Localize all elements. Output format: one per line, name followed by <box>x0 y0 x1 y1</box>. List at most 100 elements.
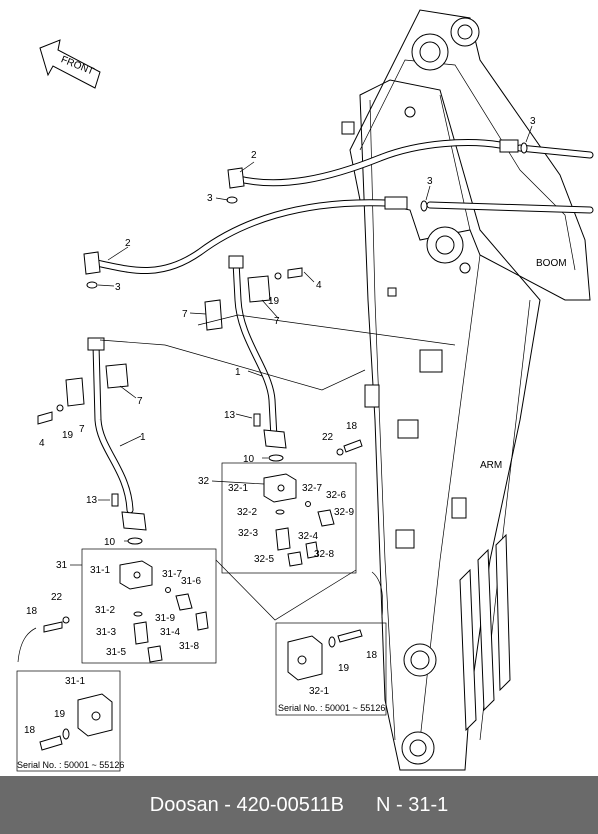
leader-lines <box>70 125 533 566</box>
o-ring-10a <box>268 454 284 462</box>
callout-31-6: 31-6 <box>181 576 201 587</box>
o-ring-3c <box>520 142 528 154</box>
callout-32-1b: 32-1 <box>309 686 329 697</box>
washer-19a <box>274 272 282 280</box>
callout-19a: 19 <box>268 296 280 307</box>
callout-31-9: 31-9 <box>155 613 175 624</box>
boom-structure: BOOM <box>341 9 591 301</box>
callout-7c: 7 <box>137 396 143 407</box>
guide-lines <box>17 314 456 663</box>
serial-detail-left <box>16 670 121 772</box>
pipe-flange-right <box>263 429 287 449</box>
hose-fitting-lower <box>384 196 408 210</box>
pipe-flange-left <box>121 511 147 531</box>
callout-3a: 3 <box>207 193 213 204</box>
bolt-13a <box>253 413 261 427</box>
callout-7d: 7 <box>79 424 85 435</box>
o-ring-32-7 <box>305 501 311 507</box>
callout-31-7: 31-7 <box>162 569 182 580</box>
callout-10b: 10 <box>104 537 116 548</box>
exploded-parts-diagram: FRONT BOOM ARM <box>16 9 594 772</box>
bolt-18a <box>343 439 363 453</box>
o-ring-3a <box>226 196 238 204</box>
callout-31-1b: 31-1 <box>65 676 85 687</box>
bolt-18c <box>337 629 363 643</box>
o-ring-3b <box>86 281 98 289</box>
clamp-7d <box>105 363 129 389</box>
hose-elbow-upper <box>227 167 245 189</box>
clamp-7a <box>204 299 223 331</box>
arm-label: ARM <box>480 460 502 471</box>
bolt-13b <box>111 493 119 507</box>
callout-31: 31 <box>56 560 68 571</box>
arm-structure: ARM <box>359 79 541 771</box>
callout-3d: 3 <box>427 176 433 187</box>
callout-18a: 18 <box>346 421 358 432</box>
serial-note-left: Serial No. : 50001 ~ 55126 <box>17 760 124 770</box>
bolt-18b <box>43 621 63 633</box>
washer-22b <box>62 616 70 624</box>
callout-18c: 18 <box>366 650 378 661</box>
clamp-7b <box>247 275 271 303</box>
detail-box-31 <box>81 548 217 664</box>
callout-32-2: 32-2 <box>237 507 257 518</box>
callout-19b: 19 <box>62 430 74 441</box>
detail-box-32 <box>221 462 357 574</box>
hose-upper <box>227 139 594 189</box>
elbow-32-9 <box>317 509 335 527</box>
hose-fitting-upper <box>499 139 519 153</box>
callout-31-2: 31-2 <box>95 605 115 616</box>
serial-note-right: Serial No. : 50001 ~ 55126 <box>278 703 385 713</box>
fitting-32-8 <box>305 541 319 559</box>
washer-19c <box>328 636 336 648</box>
callout-32-6: 32-6 <box>326 490 346 501</box>
callout-31-4: 31-4 <box>160 627 180 638</box>
fitting-32-3 <box>275 527 291 551</box>
o-ring-31-2 <box>133 611 143 617</box>
callout-13a: 13 <box>224 410 236 421</box>
callout-32-7: 32-7 <box>302 483 322 494</box>
callout-32: 32 <box>198 476 210 487</box>
bolt-4a <box>287 267 303 279</box>
callout-32-8: 32-8 <box>314 549 334 560</box>
elbow-31-6 <box>175 593 193 611</box>
steel-pipe-left <box>87 337 147 531</box>
hose-elbow-lower <box>83 251 101 275</box>
callout-31-3: 31-3 <box>96 627 116 638</box>
boom-label: BOOM <box>536 258 567 269</box>
callout-7a: 7 <box>182 309 188 320</box>
callout-31-5: 31-5 <box>106 647 126 658</box>
callout-1a: 1 <box>235 367 241 378</box>
callout-3b: 3 <box>115 282 121 293</box>
o-ring-10b <box>127 537 143 545</box>
callout-32-1: 32-1 <box>228 483 248 494</box>
callout-3c: 3 <box>530 116 536 127</box>
nut-32-5 <box>287 551 303 567</box>
fitting-31-3 <box>133 621 149 645</box>
hose-lower <box>83 196 594 275</box>
callout-13b: 13 <box>86 495 98 506</box>
callout-19c: 19 <box>338 663 350 674</box>
callout-2a: 2 <box>251 150 257 161</box>
front-direction-arrow: FRONT <box>39 39 101 89</box>
clamp-7c <box>65 377 85 407</box>
nut-31-5 <box>147 645 163 663</box>
callout-18d: 18 <box>24 725 36 736</box>
callout-2b: 2 <box>125 238 131 249</box>
washer-22a <box>336 448 344 456</box>
callout-4a: 4 <box>316 280 322 291</box>
bolt-18d <box>39 735 63 751</box>
callout-22a: 22 <box>322 432 334 443</box>
bolt-4b <box>37 411 53 425</box>
o-ring-32-2 <box>275 509 285 515</box>
footer-page-ref: N - 31-1 <box>375 793 449 816</box>
callout-32-5: 32-5 <box>254 554 274 565</box>
washer-19d <box>62 728 70 740</box>
fitting-31-8 <box>195 611 209 631</box>
callout-7b: 7 <box>274 316 280 327</box>
footer-part-number: Doosan - 420-00511B <box>149 793 344 816</box>
callout-4b: 4 <box>39 438 45 449</box>
callout-10a: 10 <box>243 454 255 465</box>
callout-18b: 18 <box>26 606 38 617</box>
